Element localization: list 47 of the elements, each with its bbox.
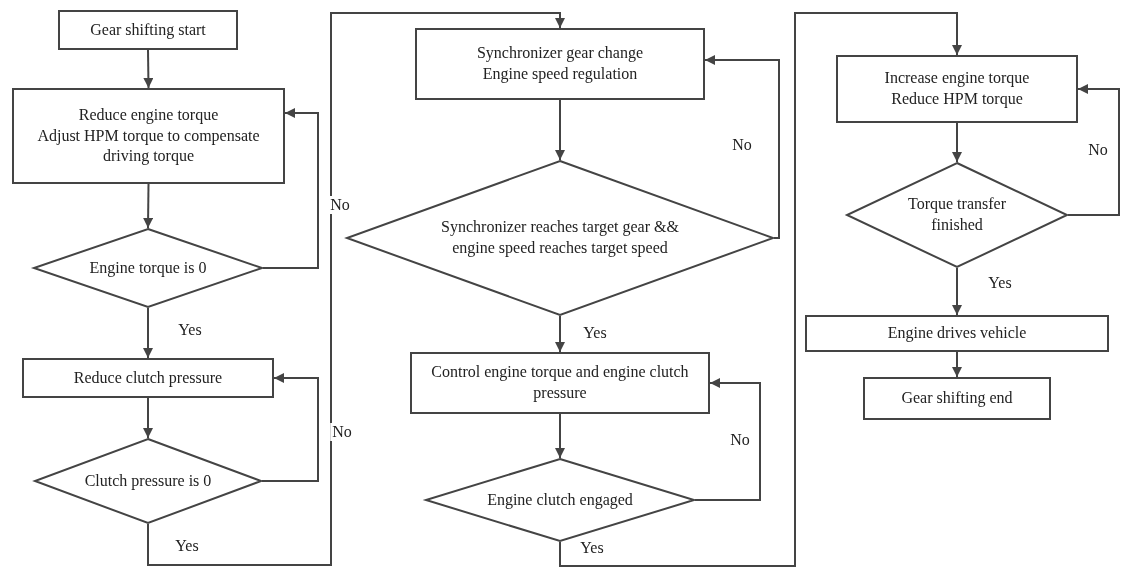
node-text: Engine torque is 0 (88, 257, 208, 279)
edge-label: No (328, 196, 352, 214)
arrow (555, 413, 565, 459)
decision-diamond (34, 438, 262, 524)
arrow (1067, 84, 1120, 216)
arrow (143, 49, 154, 89)
arrow (555, 315, 565, 353)
arrow (952, 122, 962, 163)
arrow (262, 108, 319, 269)
node-text: Engine speed regulation (481, 64, 639, 85)
arrow (694, 378, 761, 501)
arrow (261, 373, 319, 482)
process-box (410, 352, 710, 414)
process-box (12, 88, 285, 184)
decision-diamond (846, 162, 1068, 268)
arrow (704, 55, 780, 239)
arrow (143, 397, 153, 439)
node-text: Gear shifting end (900, 388, 1014, 409)
node-text: Adjust HPM torque to compensate driving torque (36, 125, 261, 167)
node-text: Engine clutch engaged (486, 489, 634, 511)
arrow (952, 267, 962, 316)
node-text: Clutch pressure is 0 (83, 470, 213, 492)
decision-diamond (425, 458, 695, 542)
arrow (143, 183, 154, 229)
process-box (836, 55, 1078, 123)
arrow (559, 12, 962, 567)
process-box (805, 315, 1109, 352)
process-box (22, 358, 274, 398)
arrow (952, 351, 962, 378)
node-text: Increase engine torque (883, 68, 1031, 89)
node-text: Gear shifting start (89, 19, 207, 41)
process-box (863, 377, 1051, 420)
node-text: Synchronizer gear change (475, 43, 645, 64)
arrow (147, 12, 565, 566)
process-box (415, 28, 705, 100)
node-text: Torque transfer finished (907, 194, 1007, 235)
node-text: Reduce HPM torque (890, 89, 1024, 110)
process-box (58, 10, 238, 50)
node-text: Engine drives vehicle (886, 323, 1028, 344)
edge-label: No (330, 423, 354, 441)
node-text: Reduce engine torque (77, 104, 220, 126)
arrow (143, 307, 153, 359)
node-text: Reduce clutch pressure (72, 367, 224, 389)
node-text: Synchronizer reaches target gear && engine speed reaches target speed (440, 217, 680, 259)
decision-diamond (33, 228, 263, 308)
node-text: Control engine torque and engine clutch pressure (430, 362, 690, 404)
arrow (555, 99, 565, 161)
